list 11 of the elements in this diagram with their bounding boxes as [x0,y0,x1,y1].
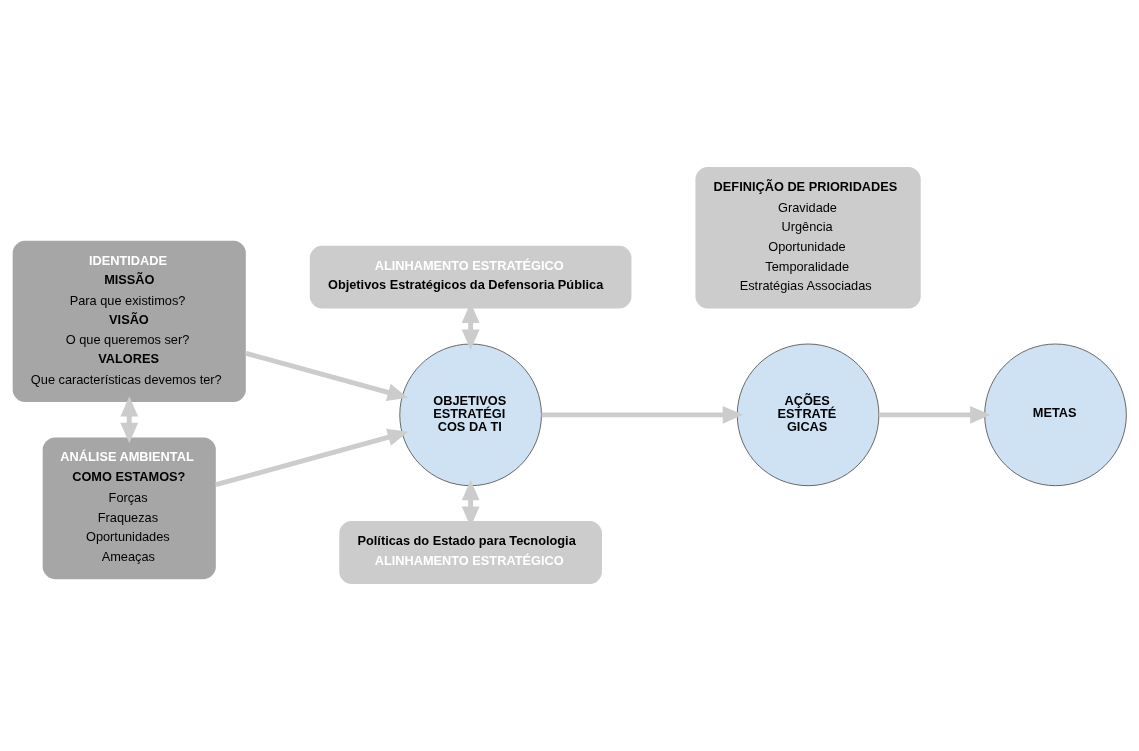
arrow [215,428,409,488]
arrow [245,350,408,402]
arrow [120,396,139,444]
node-circle: METAS [984,343,1127,487]
node-circle: AÇÕES ESTRATÉ GICAS [736,343,880,487]
node-box: DEFINIÇÃO DE PRIORIDADES Gravidade Urgência Oportunidade Temporalidade Estratégias Associadas [695,166,921,309]
node-circle: OBJETIVOS ESTRATÉGI COS DA TI [399,343,542,487]
arrow [879,405,991,424]
arrow [541,405,744,424]
node-box: IDENTIDADE MISSÃO Para que existimos? VISÃO O que queremos ser? VALORES Que características devemos ter? [12,240,246,403]
node-box: ANÁLISE AMBIENTAL COMO ESTAMOS? Forças Fraquezas Oportunidades Ameaças [42,437,216,580]
